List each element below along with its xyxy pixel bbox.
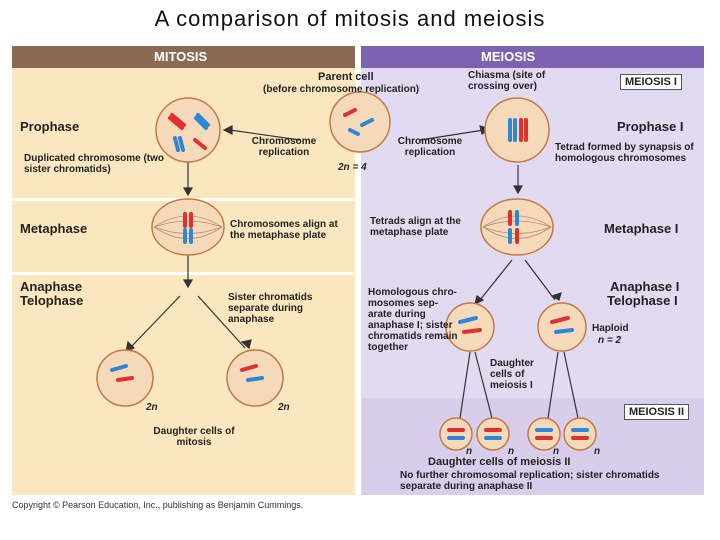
meiosis2-daughter-cells: Daughter cells of meiosis II — [428, 456, 571, 468]
parent-cell-label: Parent cell — [318, 71, 374, 83]
meiosis1-tag: MEIOSIS I — [620, 74, 682, 90]
meiosis2-ploidy-4: n — [594, 446, 601, 457]
homologous-separate-note: Homologous chro- mosomes sep- arate duri… — [368, 287, 458, 353]
mitosis-telophase-label: Telophase — [20, 293, 84, 308]
meiosis2-tag: MEIOSIS II — [624, 404, 690, 420]
mitosis-metaphase-label: Metaphase — [20, 221, 88, 236]
mitosis-daughter-cells: Daughter cells of mitosis — [153, 426, 235, 448]
meiosis-metaphase1-label: Metaphase I — [604, 221, 679, 236]
mitosis-prophase-label: Prophase — [20, 119, 80, 134]
page-title: A comparison of mitosis and meiosis — [154, 6, 546, 31]
stage-divider — [12, 272, 354, 275]
meiosis-anaphase1-label: Anaphase I — [610, 279, 680, 294]
no-further-replication-note: No further chromosomal replication; sist… — [400, 470, 660, 492]
chiasma-note: Chiasma (site of crossing over) — [468, 70, 546, 92]
mitosis-header: MITOSIS — [12, 46, 355, 68]
meiosis-header: MEIOSIS — [361, 46, 704, 68]
mitosis-anaphase-label: Anaphase — [20, 279, 83, 294]
meiosis-prophase1-label: Prophase I — [617, 119, 684, 134]
mitosis-header-label: MITOSIS — [154, 49, 208, 64]
tetrads-align-note: Tetrads align at the metaphase plate — [370, 216, 461, 238]
meiosis2-ploidy-1: n — [466, 446, 473, 457]
replication-left: Chromosome replication — [251, 136, 317, 158]
meiosis1-daughter-cells: Daughter cells of meiosis I — [490, 358, 534, 391]
haploid-label: Haploid — [592, 323, 629, 334]
tetrad-note: Tetrad formed by synapsis of homologous … — [555, 142, 694, 164]
meiosis-header-label: MEIOSIS — [481, 49, 536, 64]
mitosis-ploidy-right: 2n — [278, 402, 290, 413]
chromosomes-align-note: Chromosomes align at the metaphase plate — [230, 219, 338, 241]
mitosis-ploidy-left: 2n — [146, 402, 158, 413]
before-replication-note: (before chromosome replication) — [263, 84, 420, 95]
sister-chromatids-note: Sister chromatids separate during anapha… — [228, 292, 313, 325]
haploid-ploidy: n = 2 — [598, 335, 622, 346]
copyright: Copyright © Pearson Education, Inc., pub… — [12, 500, 304, 510]
meiosis2-ploidy-3: n — [553, 446, 560, 457]
duplicated-chromosome-note: Duplicated chromosome (two sister chroma… — [24, 153, 165, 175]
meiosis-telophase1-label: Telophase I — [607, 293, 678, 308]
parent-ploidy: 2n = 4 — [338, 162, 367, 173]
meiosis2-ploidy-2: n — [508, 446, 515, 457]
replication-right: Chromosome replication — [397, 136, 463, 158]
